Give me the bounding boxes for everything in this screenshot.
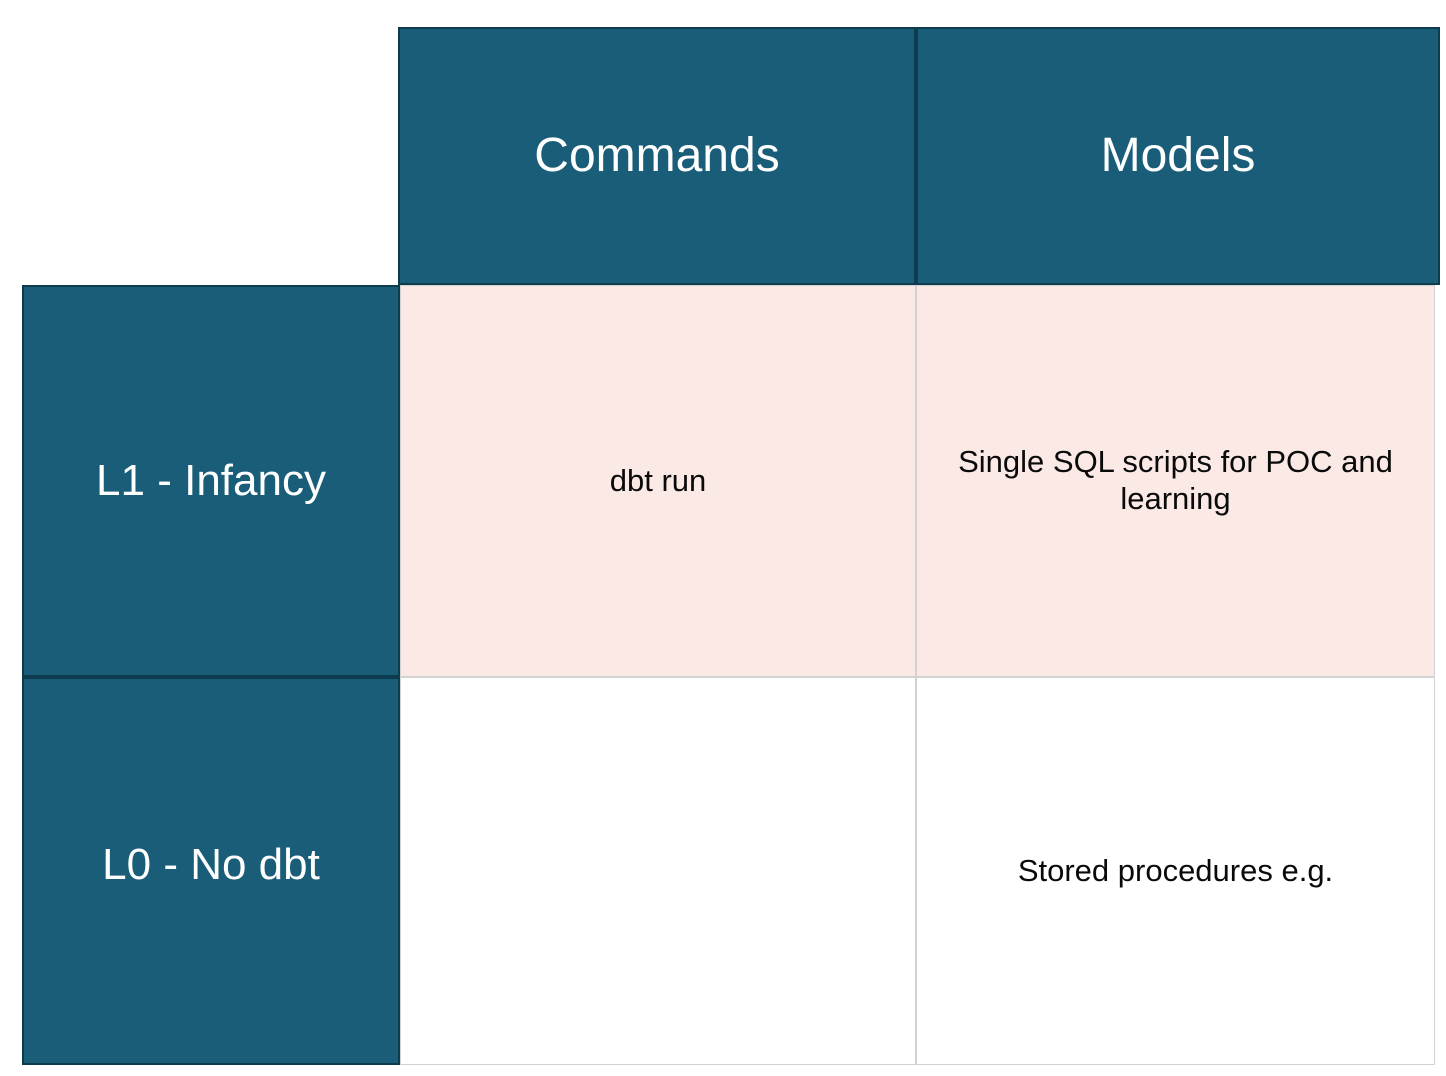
cell-l1-models: Single SQL scripts for POC and learning	[916, 285, 1435, 677]
cell-l0-commands	[400, 677, 916, 1065]
column-header-models: Models	[916, 27, 1440, 285]
row-header-l0-no-dbt-label: L0 - No dbt	[102, 840, 320, 890]
column-header-commands: Commands	[398, 27, 916, 285]
cell-l1-commands-text: dbt run	[609, 462, 707, 498]
row-header-l1-infancy-label: L1 - Infancy	[96, 456, 326, 506]
cell-l1-models-text: Single SQL scripts for POC and learning	[958, 444, 1393, 516]
row-header-l1-infancy: L1 - Infancy	[22, 285, 400, 677]
column-header-models-label: Models	[1100, 128, 1256, 182]
column-header-commands-label: Commands	[534, 128, 780, 182]
row-header-l0-no-dbt: L0 - No dbt	[22, 677, 400, 1065]
cell-l1-commands: dbt run	[400, 285, 916, 677]
cell-l0-models: Stored procedures e.g.	[916, 677, 1435, 1065]
cell-l0-models-text: Stored procedures e.g.	[1017, 852, 1334, 888]
